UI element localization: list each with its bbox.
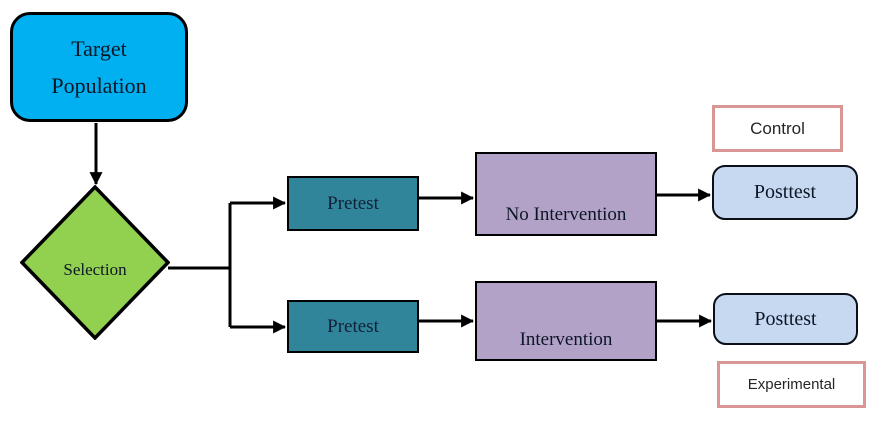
node-pretest-control: Pretest bbox=[287, 176, 419, 231]
connector-selection-elbow bbox=[168, 203, 232, 327]
node-pretest-experimental: Pretest bbox=[287, 300, 419, 353]
node-posttest-experimental: Posttest bbox=[713, 293, 858, 345]
node-control-group-label: Control bbox=[712, 105, 843, 152]
node-no-intervention: No Intervention bbox=[475, 152, 657, 236]
pretest-label: Pretest bbox=[327, 192, 379, 214]
posttest-label: Posttest bbox=[754, 307, 817, 330]
node-experimental-group-label: Experimental bbox=[717, 361, 866, 408]
target-population-label: Target Population bbox=[51, 36, 147, 98]
posttest-label: Posttest bbox=[753, 181, 817, 203]
pretest-label: Pretest bbox=[327, 315, 379, 337]
diamond-shape bbox=[20, 185, 170, 340]
selection-label: Selection bbox=[63, 259, 127, 279]
selection-diamond-shape bbox=[20, 185, 170, 340]
node-target-population: Target Population bbox=[10, 12, 188, 122]
control-label: Control bbox=[750, 118, 805, 138]
node-intervention: Intervention bbox=[475, 281, 657, 361]
experimental-label: Experimental bbox=[747, 376, 836, 393]
intervention-label: Intervention bbox=[519, 329, 613, 350]
no-intervention-label: No Intervention bbox=[505, 204, 627, 225]
node-selection: Selection bbox=[20, 185, 170, 340]
node-posttest-control: Posttest bbox=[712, 165, 858, 220]
